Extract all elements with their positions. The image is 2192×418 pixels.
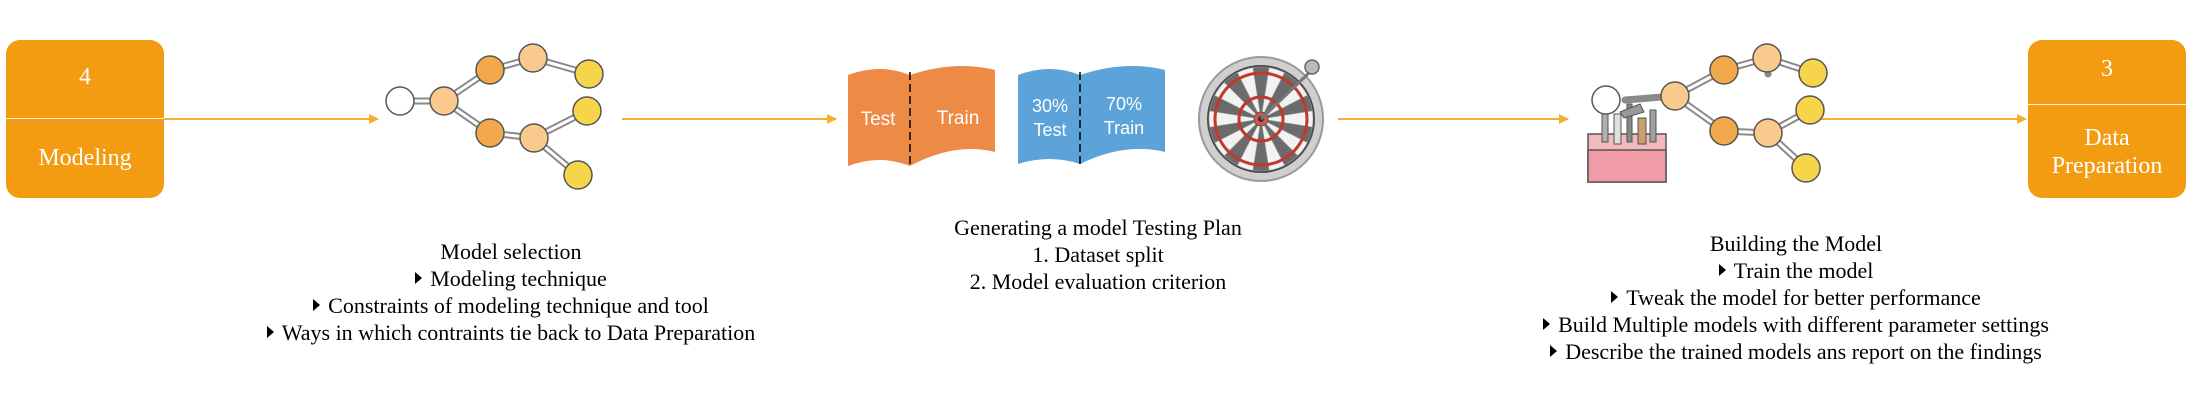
bullet-triangle-icon — [1718, 264, 1726, 276]
bullet-triangle-icon — [1611, 291, 1619, 303]
caption-bullet: Constraints of modeling technique and to… — [0, 292, 1022, 319]
bullet-triangle-icon — [1543, 318, 1551, 330]
model-selection-caption: Model selection Modeling technique Const… — [0, 238, 1022, 346]
bullet-triangle-icon — [266, 326, 274, 338]
caption-bullet: Describe the trained models ans report o… — [1296, 338, 2192, 365]
step-label: Modeling — [38, 145, 132, 171]
caption-bullet: Ways in which contraints tie back to Dat… — [0, 319, 1022, 346]
split-test-label: Test — [861, 109, 897, 130]
caption-bullet: Tweak the model for better performance — [1296, 284, 2192, 311]
step-label-line1: Data — [2084, 125, 2130, 151]
split-train-label: Train — [937, 108, 980, 129]
caption-line: 2. Model evaluation criterion — [969, 269, 1227, 294]
caption-bullet: Build Multiple models with different par… — [1296, 311, 2192, 338]
caption-title: Generating a model Testing Plan — [954, 215, 1242, 240]
data-preparation-step-box: 3 Data Preparation — [2028, 40, 2186, 198]
dataset-split-icon: Test Train — [848, 66, 995, 168]
building-model-caption: Building the Model Train the model Tweak… — [1296, 230, 2192, 365]
caption-title: Building the Model — [1709, 231, 1883, 256]
step-number: 4 — [79, 64, 91, 90]
split-train-label: Train — [1104, 118, 1144, 138]
bullet-triangle-icon — [313, 299, 321, 311]
dataset-split-percent-icon: 30% Test 70% Train — [1018, 66, 1165, 168]
split-train-pct: 70% — [1106, 94, 1142, 114]
dartboard-icon — [1198, 56, 1324, 182]
caption-title: Model selection — [440, 239, 582, 264]
network-graph-icon — [385, 43, 604, 190]
box-divider — [6, 118, 164, 119]
split-test-label: Test — [1033, 120, 1066, 140]
dartboard-segment — [1236, 67, 1262, 120]
split-test-pct: 30% — [1032, 96, 1068, 116]
bullet-triangle-icon — [415, 272, 423, 284]
toolbox-icon — [1587, 43, 1828, 183]
step-label-line2: Preparation — [2051, 153, 2163, 179]
caption-bullet: Train the model — [1296, 257, 2192, 284]
caption-line: 1. Dataset split — [1032, 242, 1164, 267]
caption-bullet: Modeling technique — [0, 265, 1022, 292]
box-divider — [2028, 104, 2186, 105]
testing-plan-caption: Generating a model Testing Plan 1. Datas… — [698, 214, 1498, 295]
bullet-triangle-icon — [1550, 345, 1558, 357]
step-number: 3 — [2101, 56, 2113, 82]
modeling-step-box: 4 Modeling — [6, 40, 164, 198]
